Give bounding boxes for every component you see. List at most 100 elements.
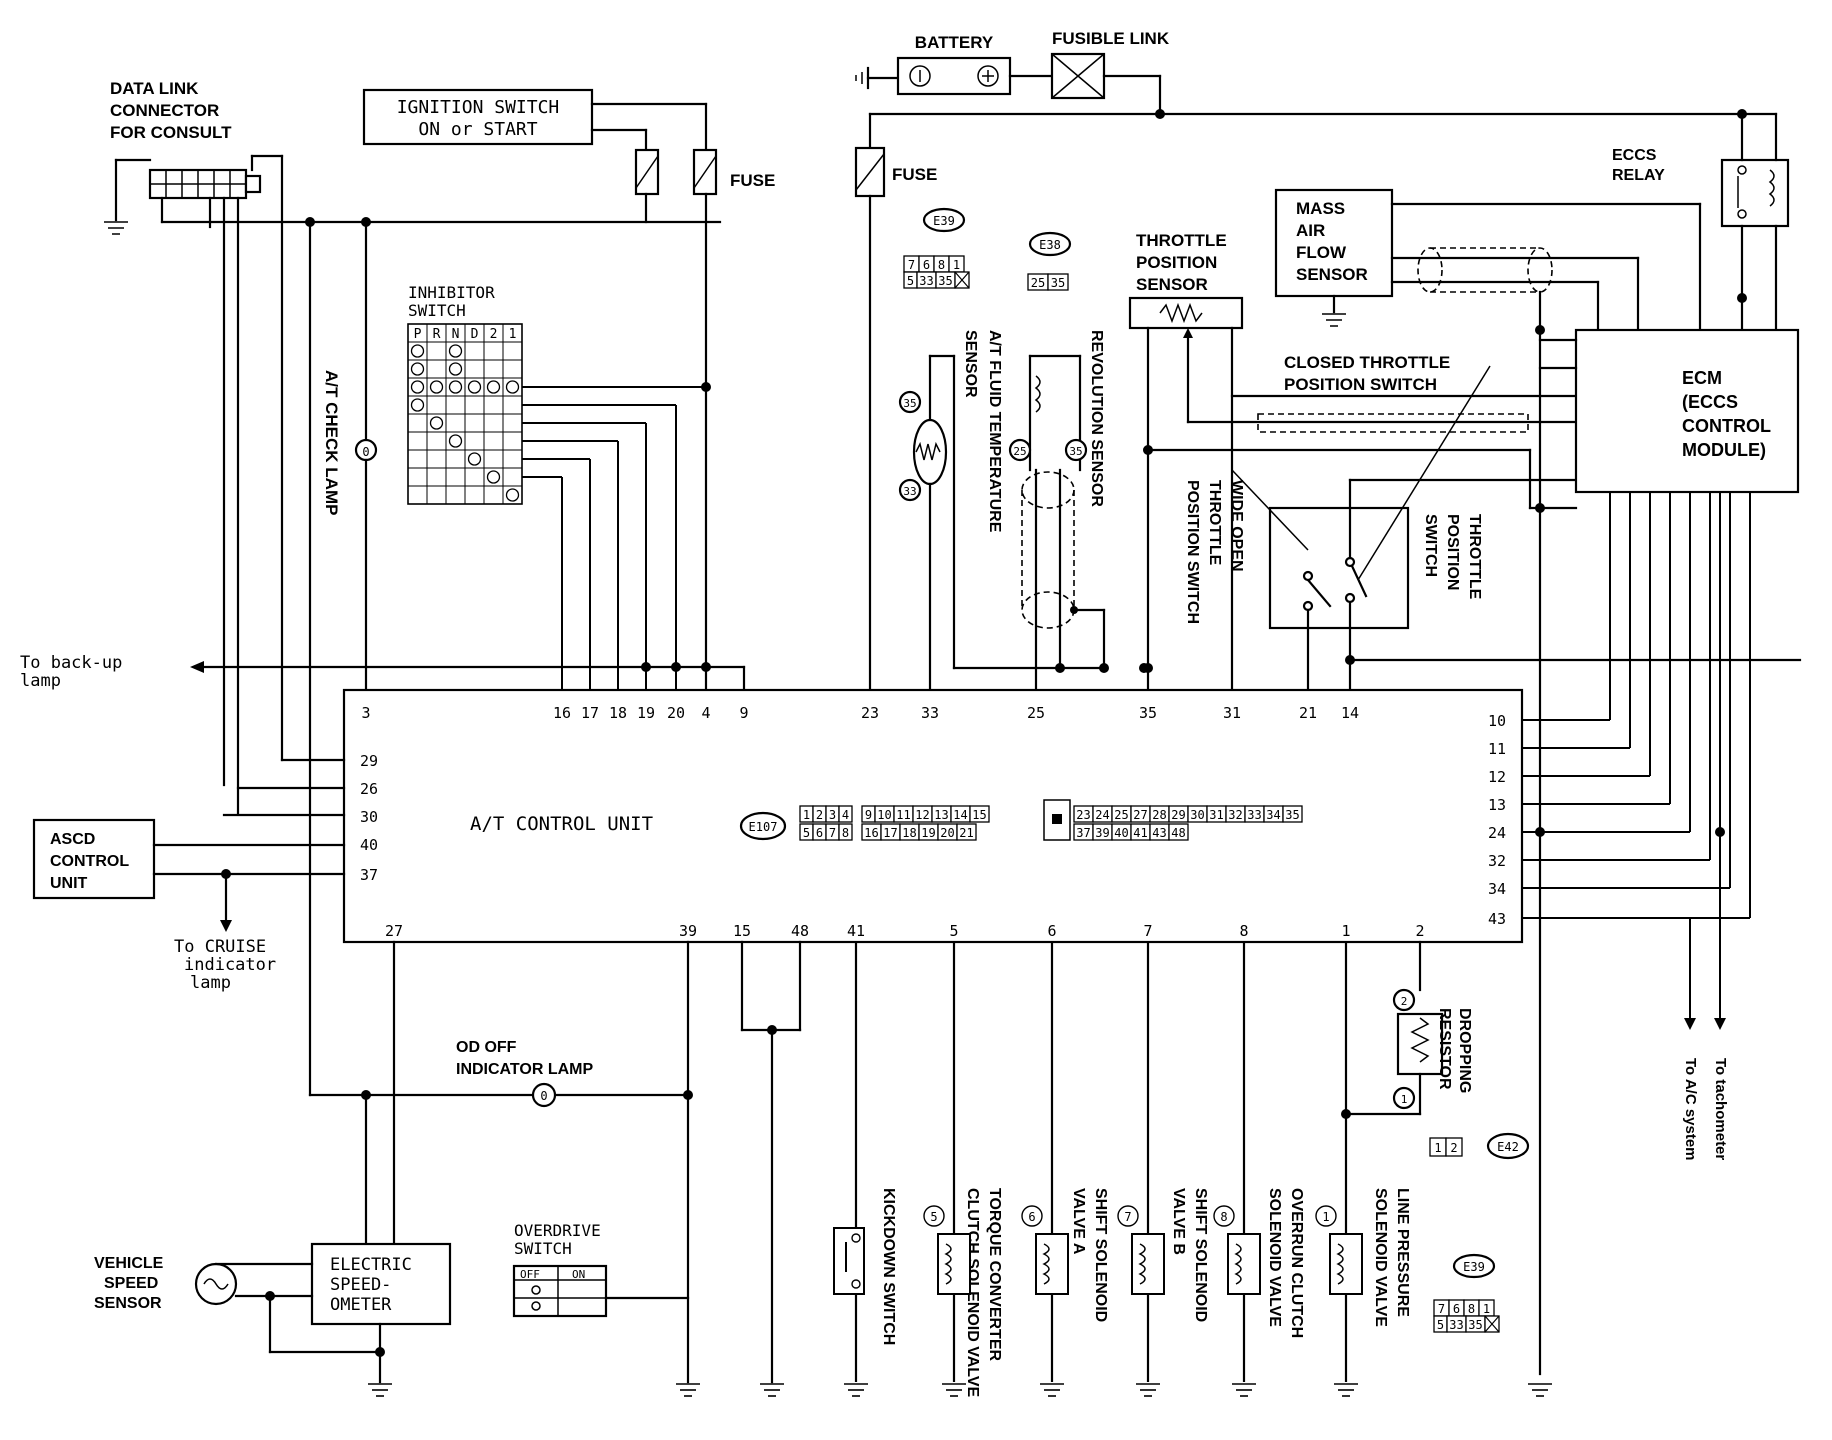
battery-label: BATTERY [915,33,994,52]
connector-pin: 34 [1266,808,1280,822]
connector-pin: 40 [1114,826,1128,840]
ecm: ECM (ECCS CONTROL MODULE) [1528,328,1800,513]
solenoid-coil-box [1227,1233,1261,1295]
inhibitor-contact [448,380,463,394]
inhibitor-contact [467,380,482,394]
solenoid-pin-marker [1117,1205,1139,1227]
unit-pin-bottom: 2 [1415,922,1424,940]
svg-text:OMETER: OMETER [330,1295,392,1315]
to-ac-arrow [1684,1018,1696,1030]
svg-text:THROTTLE: THROTTLE [1206,480,1223,566]
connector-pin: 23 [1076,808,1090,822]
svg-text:0: 0 [540,1089,547,1103]
svg-text:THROTTLE: THROTTLE [1136,231,1227,250]
vehicle-speed-sensor: VEHICLE SPEED SENSOR [94,1255,382,1354]
svg-text:FLOW: FLOW [1296,243,1347,262]
connector-pin: 7 [829,826,836,840]
unit-pin-bottom: 39 [679,922,697,940]
svg-text:A/T FLUID TEMPERATURE: A/T FLUID TEMPERATURE [986,330,1003,533]
svg-text:RELAY: RELAY [1612,167,1665,184]
svg-text:E38: E38 [1039,238,1061,252]
svg-text:INHIBITOR: INHIBITOR [408,283,495,302]
electric-speedometer: ELECTRIC SPEED- OMETER [310,1242,452,1384]
svg-text:OVERDRIVE: OVERDRIVE [514,1221,601,1240]
connector-pin: 24 [1095,808,1109,822]
svg-text:1: 1 [1401,1093,1408,1106]
connector-pin: 20 [940,826,954,840]
solenoid-pin-number: 7 [1124,1210,1131,1224]
connector-pin: 21 [959,826,973,840]
solenoid-pin-marker [923,1205,945,1227]
svg-text:E39: E39 [933,214,955,228]
svg-text:SHIFT SOLENOID: SHIFT SOLENOID [1192,1188,1209,1322]
solenoid-coil-box [1329,1233,1363,1295]
power-supply: BATTERY FUSIBLE LINK FUSE [854,29,1778,692]
unit-pin-bottom: 27 [385,922,403,940]
ascd-control-unit: ASCD CONTROL UNIT To CRUISE indicator la… [32,758,346,993]
connector-pin: 25 [1114,808,1128,822]
connector-pin: 6 [1453,1302,1460,1316]
unit-pin-right: 24 [1488,824,1506,842]
solenoid-coil-box [937,1233,971,1295]
svg-text:0: 0 [362,445,369,459]
connector-pin: 6 [923,258,930,272]
unit-pin-bottom: 5 [949,922,958,940]
svg-text:25: 25 [1013,445,1026,458]
unit-pin-bottom: 1 [1341,922,1350,940]
svg-text:35: 35 [1069,445,1082,458]
solenoid-coil-box [1035,1233,1069,1295]
inhibitor-contact [467,452,482,466]
connector-cell [1047,273,1069,291]
inhibitor-position: 1 [509,327,517,342]
connector-pin: 41 [1133,826,1147,840]
solenoid-pin-number: 8 [1220,1210,1227,1224]
svg-text:SOLENOID VALVE: SOLENOID VALVE [1266,1188,1283,1327]
svg-text:IGNITION SWITCH: IGNITION SWITCH [397,97,560,118]
inhibitor-contact [486,380,501,394]
inhibitor-position: N [452,327,460,342]
svg-text:POSITION: POSITION [1444,514,1461,590]
mass-air-flow-sensor: MASS AIR FLOW SENSOR [1274,188,1702,1376]
inhibitor-position: D [471,327,479,342]
unit-pin-right: 12 [1488,768,1506,786]
at-control-unit-title: A/T CONTROL UNIT [470,813,653,835]
inhibitor-contact [410,362,425,376]
connector-pin: 8 [1468,1302,1475,1316]
svg-text:OVERRUN CLUTCH: OVERRUN CLUTCH [1288,1188,1305,1338]
svg-text:POSITION SWITCH: POSITION SWITCH [1184,480,1201,624]
svg-text:CONTROL: CONTROL [1682,416,1771,436]
svg-text:DROPPING: DROPPING [1456,1008,1473,1093]
svg-text:SPEED: SPEED [104,1275,158,1292]
unit-pin-top: 16 [553,704,571,722]
connector-pin: 3 [829,808,836,822]
ignition-switch: IGNITION SWITCH ON or START FUSE [305,88,775,692]
connector-pin: 9 [865,808,872,822]
svg-text:indicator: indicator [184,955,276,975]
svg-text:E39: E39 [1463,1260,1485,1274]
unit-pin-right: 13 [1488,796,1506,814]
connector-pin: 43 [1152,826,1166,840]
unit-pin-bottom: 7 [1143,922,1152,940]
inhibitor-position: R [433,327,441,342]
solenoid-pin-marker [1021,1205,1043,1227]
connector-pin: 35 [1285,808,1299,822]
connector-pin: 1 [953,258,960,272]
solenoid-row: KICKDOWN SWITCH TORQUE CONVERTER CLUTCH … [368,942,1552,1398]
inhibitor-contact [448,434,463,448]
solenoid-pin-marker [1213,1205,1235,1227]
svg-text:SWITCH: SWITCH [514,1239,572,1258]
svg-text:SWITCH: SWITCH [408,301,466,320]
connector-pin: 30 [1190,808,1204,822]
svg-text:ASCD: ASCD [50,831,95,848]
connector-pin: 1 [1483,1302,1490,1316]
svg-text:OFF: OFF [520,1268,540,1281]
throttle-position-sensor: THROTTLE POSITION SENSOR [1128,231,1586,692]
solenoid-coil [944,1243,952,1285]
fuse-label-left: FUSE [730,171,775,190]
svg-text:AIR: AIR [1296,221,1325,240]
connector-pin: 17 [883,826,897,840]
solenoid-pin-marker [1315,1205,1337,1227]
unit-pin-top: 4 [701,704,710,722]
svg-text:SWITCH: SWITCH [1422,514,1439,577]
